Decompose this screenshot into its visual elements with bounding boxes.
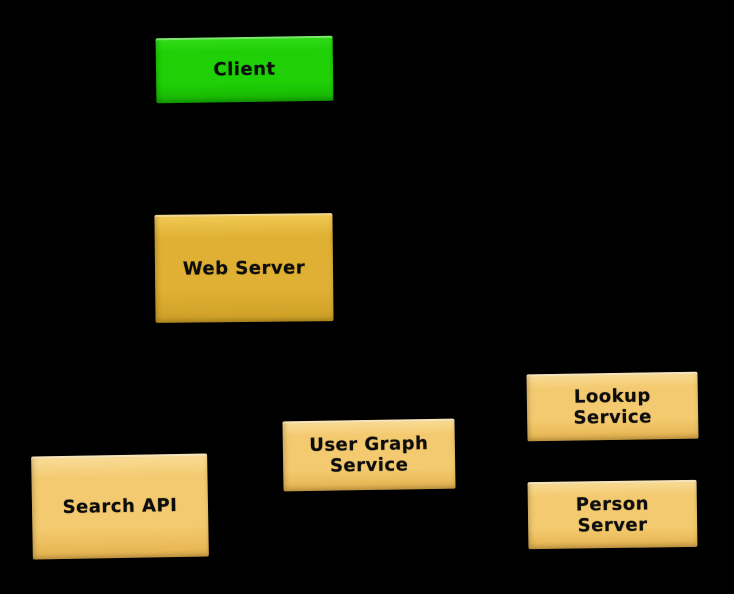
node-client-label: Client [213, 58, 276, 81]
node-user-graph-service: User Graph Service [282, 418, 456, 492]
node-lookup-service: Lookup Service [526, 371, 699, 442]
node-search-api-label: Search API [62, 495, 178, 518]
node-person-server-label: Person Server [575, 492, 650, 536]
node-user-graph-service-label: User Graph Service [309, 433, 429, 477]
node-lookup-service-label: Lookup Service [573, 384, 652, 429]
node-person-server: Person Server [527, 479, 698, 550]
node-web-server: Web Server [154, 213, 334, 323]
node-client: Client [155, 35, 334, 104]
node-search-api: Search API [31, 453, 209, 560]
node-web-server-label: Web Server [182, 256, 306, 280]
